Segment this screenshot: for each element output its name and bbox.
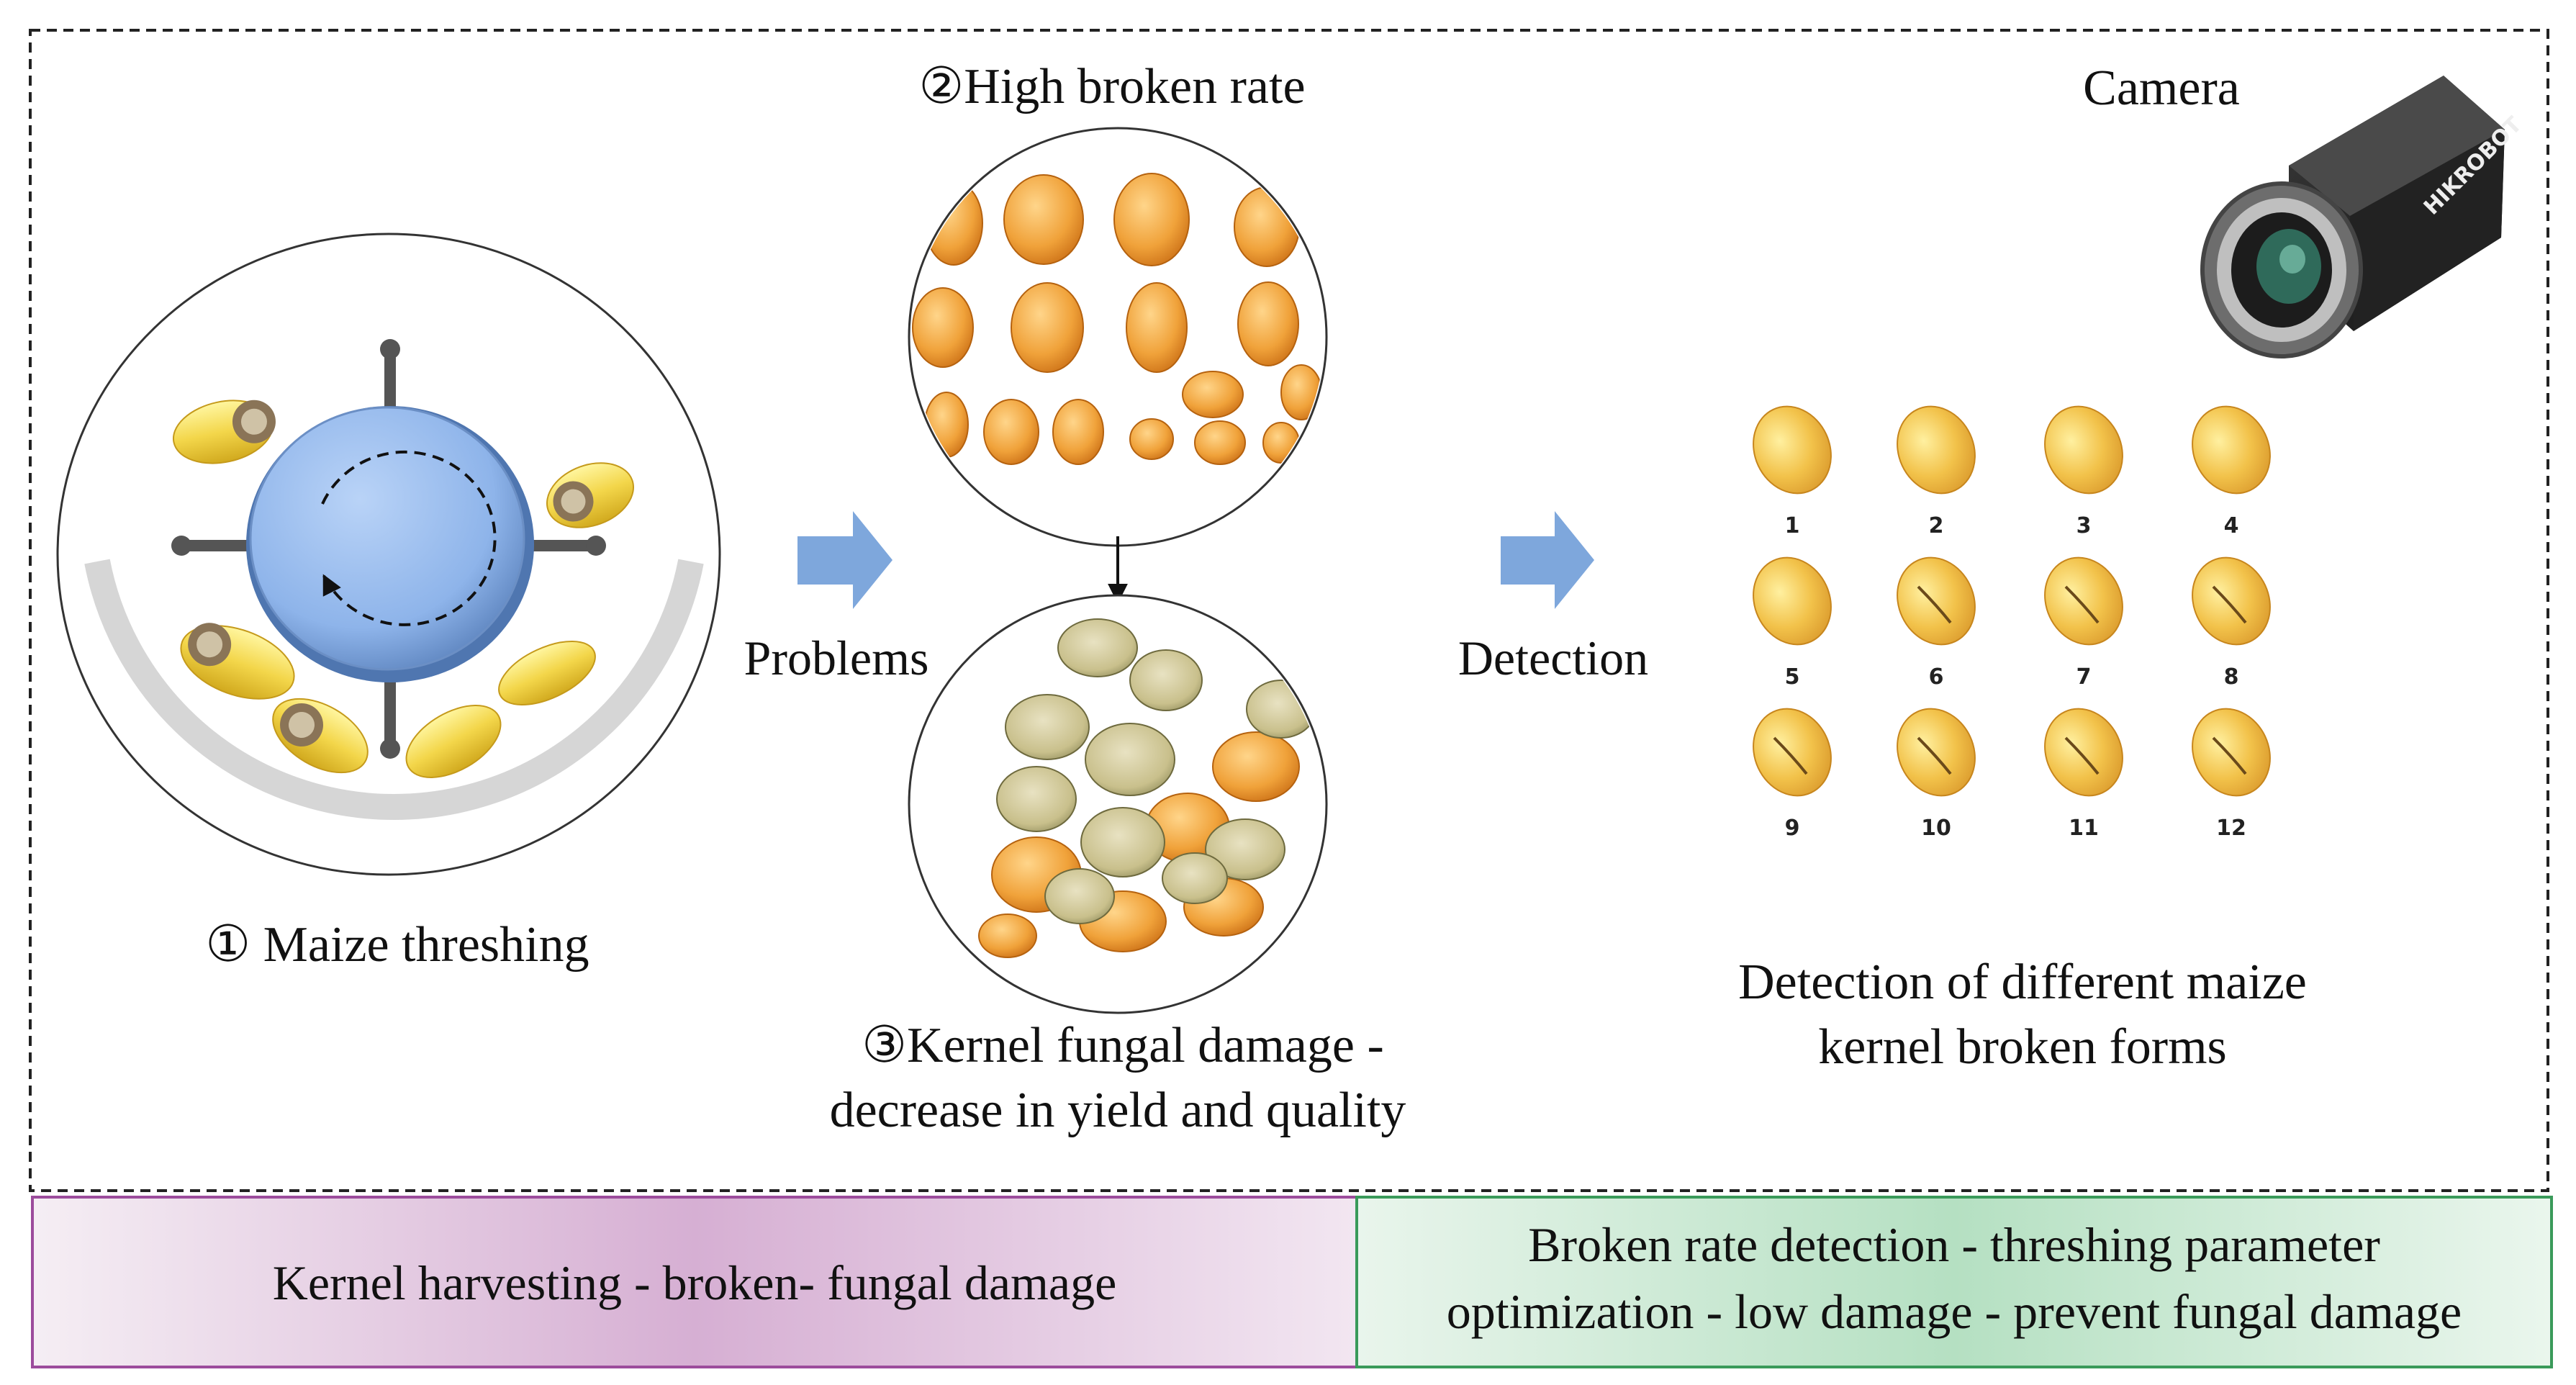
kernel-number: 8	[2224, 664, 2239, 690]
kernel-4: 4	[2192, 405, 2271, 538]
kernel-number: 11	[2069, 816, 2099, 841]
corn-cob-icon	[172, 400, 276, 464]
kernel-6: 6	[1897, 556, 1976, 690]
detection-caption-line2: kernel broken forms	[1818, 1019, 2227, 1075]
kernel-number: 1	[1785, 513, 1800, 538]
footer-left-panel	[31, 1196, 1358, 1368]
corn-cob-icon	[405, 705, 502, 778]
corn-cob-icon	[546, 462, 635, 528]
corn-cob-icon	[498, 641, 596, 705]
rotor	[249, 406, 525, 671]
threshing-label: ① Maize threshing	[205, 917, 589, 973]
kernel-number: 7	[2076, 664, 2092, 690]
footer-right-line2: optimization - low damage - prevent fung…	[1447, 1284, 2462, 1339]
kernel-10: 10	[1897, 708, 1976, 841]
kernel-5: 5	[1753, 556, 1832, 690]
kernel-number: 6	[1929, 664, 1944, 690]
dashed-frame	[29, 29, 2549, 1192]
footer-right-line1: Broken rate detection - threshing parame…	[1528, 1217, 2380, 1272]
kernel-number: 4	[2224, 513, 2239, 538]
spoke-caps	[171, 339, 606, 759]
corn-cob-icon	[180, 623, 295, 700]
kernel-3: 3	[2044, 405, 2123, 538]
kernel-12: 12	[2192, 708, 2271, 841]
kernel-number: 5	[1785, 664, 1800, 690]
kernel-8: 8	[2192, 556, 2271, 690]
fungal-kernels-illustration	[908, 594, 1328, 1014]
camera-icon: HIKROBOT	[2200, 76, 2527, 358]
fungal-label-line1: ③Kernel fungal damage -	[862, 1018, 1384, 1073]
detection-caption-line1: Detection of different maize	[1738, 955, 2307, 1010]
rotation-arrow-icon	[321, 450, 497, 626]
threshing-illustration	[56, 233, 721, 876]
corn-cob-icon	[272, 698, 369, 774]
problems-arrow-label: Problems	[744, 631, 929, 685]
kernel-number: 10	[1921, 816, 1951, 841]
broken-rate-label: ②High broken rate	[918, 59, 1305, 114]
concave-arc	[84, 559, 704, 820]
kernel-7: 7	[2044, 556, 2123, 690]
fungal-label-line2: decrease in yield and quality	[830, 1083, 1406, 1138]
kernel-number: 2	[1929, 513, 1944, 538]
kernel-2: 2	[1897, 405, 1976, 538]
broken-kernels-illustration	[908, 127, 1328, 547]
footer-left-text: Kernel harvesting - broken- fungal damag…	[273, 1255, 1117, 1310]
detection-arrow-label: Detection	[1458, 631, 1648, 685]
kernel-number: 3	[2076, 513, 2092, 538]
kernel-number: 12	[2216, 816, 2246, 841]
detection-arrow-icon	[1501, 511, 1594, 609]
footer-right-panel	[1355, 1196, 2553, 1368]
camera-label: Camera	[2083, 60, 2240, 116]
kernel-number: 9	[1785, 816, 1800, 841]
kernel-9: 9	[1753, 708, 1832, 841]
kernel-11: 11	[2044, 708, 2123, 841]
problems-arrow-icon	[797, 511, 892, 609]
kernel-1: 1	[1753, 405, 1832, 538]
